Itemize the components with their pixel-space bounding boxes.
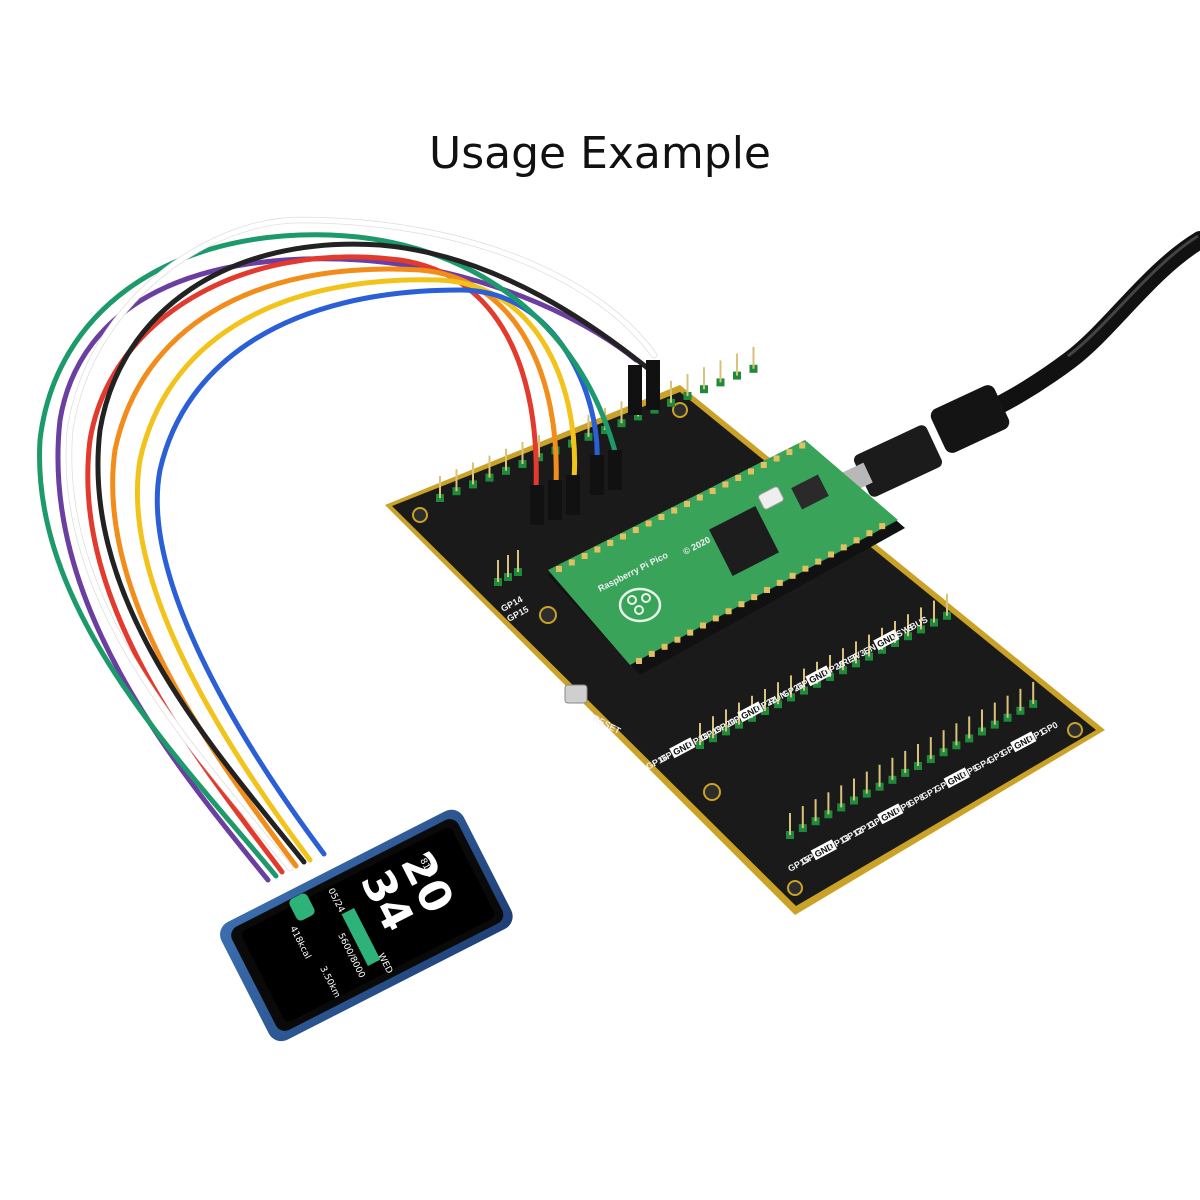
pico-board: Raspberry Pi Pico © 2020 (548, 440, 905, 675)
dupont-connectors (530, 360, 660, 525)
jumper-wire (110, 266, 559, 869)
page-title: Usage Example (429, 128, 771, 179)
usb-cable (827, 231, 1200, 500)
rp2040-chip (709, 506, 779, 576)
header-row-bottom (786, 681, 1038, 839)
raspberry-logo-icon (618, 587, 662, 623)
step-icon (289, 893, 315, 921)
jumper-wire (37, 232, 619, 879)
reset-button[interactable] (564, 684, 588, 704)
expander-board: RESET GP15GP14GNDGP13GP12GP11GP10GNDGP9G… (385, 346, 1105, 915)
jumper-wire (134, 277, 578, 863)
jumper-wire (66, 217, 657, 871)
lcd-module: 20 34 (220, 809, 513, 1042)
header-row-left (494, 550, 522, 586)
bootsel-button[interactable] (758, 486, 785, 510)
jumper-wires (37, 216, 658, 883)
jumper-wire (95, 241, 653, 865)
